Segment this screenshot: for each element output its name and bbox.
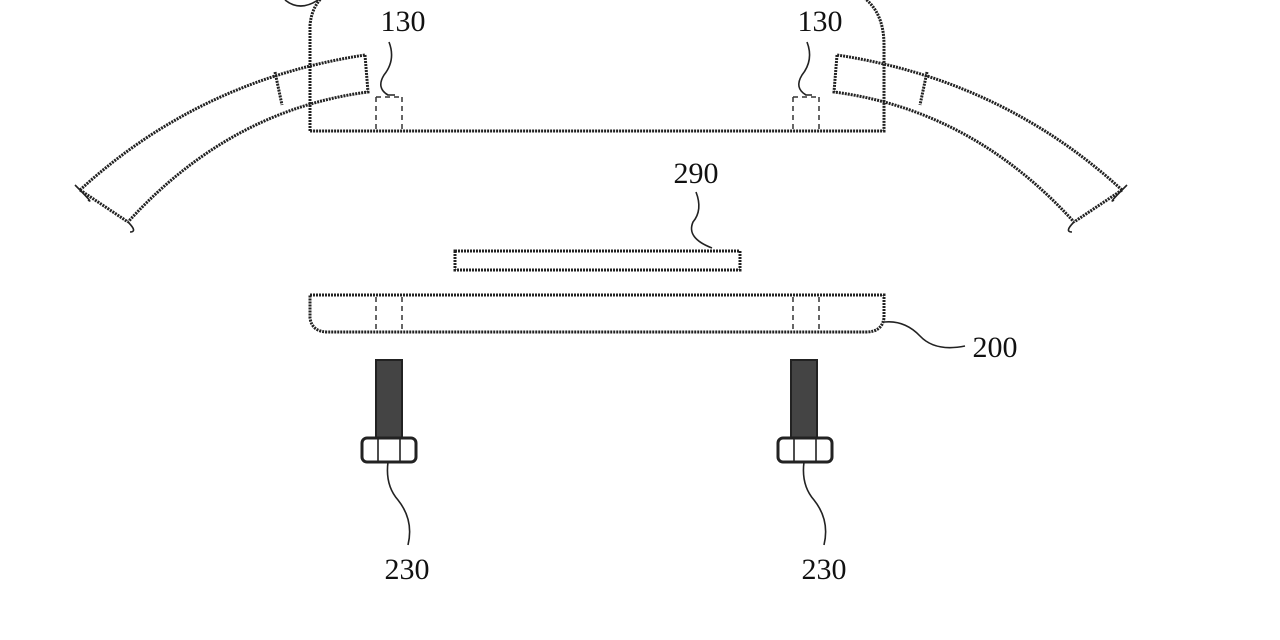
sensor-hole-left — [375, 96, 403, 130]
label-230-right: 230 — [802, 553, 847, 586]
strap-right — [832, 53, 1124, 224]
plate-200 — [308, 293, 886, 334]
strap-left — [78, 53, 370, 224]
plate-hole-right — [792, 297, 820, 330]
strap-left-link — [273, 71, 284, 106]
device-body — [308, 0, 886, 133]
screw-left — [360, 359, 418, 464]
label-130-right: 130 — [798, 5, 843, 38]
strap-right-end — [1067, 184, 1128, 233]
label-130-left: 130 — [381, 5, 426, 38]
label-200: 200 — [973, 331, 1018, 364]
label-290: 290 — [674, 157, 719, 190]
strap-left-end — [74, 184, 135, 233]
label-bubble-arc — [284, 0, 319, 7]
leader-200 — [883, 320, 966, 349]
plate-290 — [453, 249, 742, 272]
sensor-hole-right — [792, 96, 820, 130]
leader-230-left — [386, 461, 411, 546]
strap-right-link — [918, 71, 929, 106]
plate-hole-left — [375, 297, 403, 330]
leader-230-right — [802, 461, 827, 546]
label-230-left: 230 — [385, 553, 430, 586]
leader-130-right — [798, 41, 812, 96]
leader-130-left — [380, 41, 395, 96]
leader-290 — [690, 191, 713, 249]
screw-right — [776, 359, 834, 464]
